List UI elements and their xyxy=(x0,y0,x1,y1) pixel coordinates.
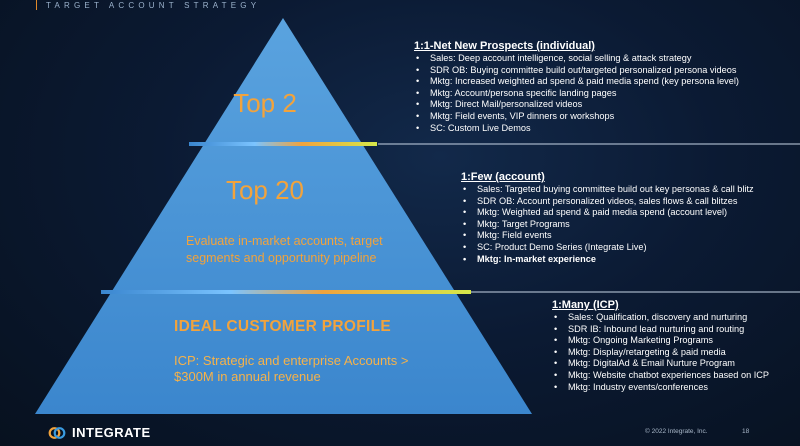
footer-copyright: © 2022 Integrate, Inc. xyxy=(645,428,708,435)
integrate-logo-icon xyxy=(48,427,66,439)
tier-block-1to1: 1:1-Net New Prospects (individual) Sales… xyxy=(414,40,739,134)
icp-title: IDEAL CUSTOMER PROFILE xyxy=(174,318,392,335)
list-item: Mktg: Direct Mail/personalized videos xyxy=(414,99,739,111)
tier-block-1tofew: 1:Few (account) Sales: Targeted buying c… xyxy=(461,171,754,265)
list-item: Mktg: Ongoing Marketing Programs xyxy=(552,335,769,347)
tier-label-top20: Top 20 xyxy=(225,175,305,205)
list-item: Mktg: Display/retargeting & paid media xyxy=(552,347,769,359)
list-item: Mktg: Industry events/conferences xyxy=(552,382,769,394)
footer-brand: INTEGRATE xyxy=(72,425,151,440)
tier-divider-top xyxy=(189,142,377,146)
tier-divider-middle xyxy=(101,290,471,294)
tier-block-title: 1:Few (account) xyxy=(461,171,545,183)
list-item: Sales: Targeted buying committee build o… xyxy=(461,184,754,196)
list-item: Mktg: Website chatbot experiences based … xyxy=(552,370,769,382)
list-item: Mktg: Increased weighted ad spend & paid… xyxy=(414,76,739,88)
list-item: Mktg: In-market experience xyxy=(461,254,754,266)
list-item: SDR OB: Account personalized videos, sal… xyxy=(461,196,754,208)
list-item: Sales: Deep account intelligence, social… xyxy=(414,53,739,65)
slide-header-title: TARGET ACCOUNT STRATEGY xyxy=(46,1,261,10)
tier-block-1tomany: 1:Many (ICP) Sales: Qualification, disco… xyxy=(552,299,769,393)
tier-block-list: Sales: Deep account intelligence, social… xyxy=(414,53,739,134)
list-item: Mktg: Account/persona specific landing p… xyxy=(414,88,739,100)
page-number: 18 xyxy=(742,428,750,435)
list-item: Sales: Qualification, discovery and nurt… xyxy=(552,312,769,324)
list-item: Mktg: Weighted ad spend & paid media spe… xyxy=(461,207,754,219)
middle-tier-description: Evaluate in-market accounts, target segm… xyxy=(186,234,383,265)
list-item: Mktg: Field events xyxy=(461,230,754,242)
list-item: SDR IB: Inbound lead nurturing and routi… xyxy=(552,324,769,336)
tier-block-title: 1:1-Net New Prospects (individual) xyxy=(414,40,595,52)
tier-block-list: Sales: Qualification, discovery and nurt… xyxy=(552,312,769,393)
list-item: Mktg: DigitalAd & Email Nurture Program xyxy=(552,358,769,370)
tier-block-title: 1:Many (ICP) xyxy=(552,299,619,311)
tier-block-list: Sales: Targeted buying committee build o… xyxy=(461,184,754,265)
list-item: SDR OB: Buying committee build out/targe… xyxy=(414,65,739,77)
header-accent-rule xyxy=(36,0,37,10)
header-bar: TARGET ACCOUNT STRATEGY xyxy=(0,0,800,14)
list-item: Mktg: Target Programs xyxy=(461,219,754,231)
list-item: SC: Custom Live Demos xyxy=(414,123,739,135)
tier-label-top2: Top 2 xyxy=(233,88,297,118)
icp-description: ICP: Strategic and enterprise Accounts >… xyxy=(174,353,409,384)
pyramid-shape xyxy=(35,18,532,414)
list-item: Mktg: Field events, VIP dinners or works… xyxy=(414,111,739,123)
list-item: SC: Product Demo Series (Integrate Live) xyxy=(461,242,754,254)
